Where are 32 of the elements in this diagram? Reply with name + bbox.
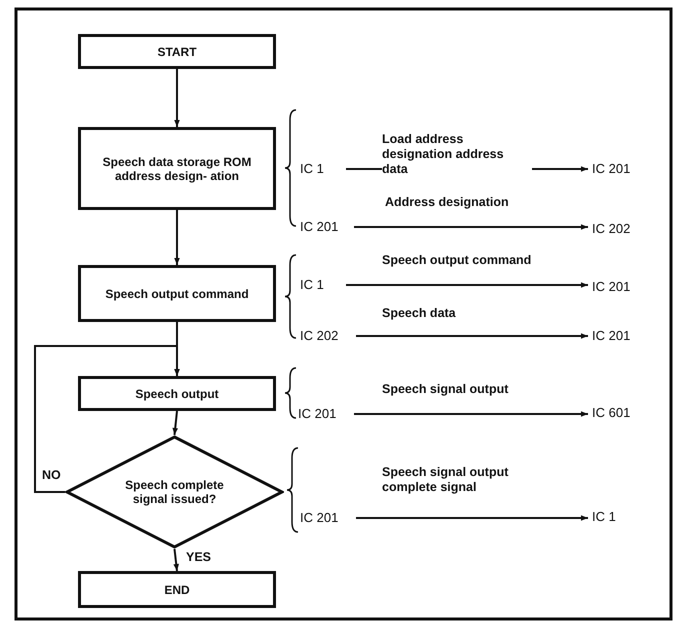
edge-label: Speech signal output — [382, 382, 508, 397]
chip-label: IC 1 — [300, 276, 342, 294]
chip-label: IC 201 — [300, 218, 350, 236]
edge-label: Speech output command — [382, 253, 532, 268]
arrow — [172, 410, 178, 436]
chip-label: IC 601 — [592, 404, 652, 422]
chip-label: IC 201 — [592, 160, 652, 178]
process-box: Speech output — [78, 376, 276, 411]
process-box: Speech data storage ROM address design- ation — [78, 127, 276, 210]
process-box: Speech output command — [78, 265, 276, 322]
chip-label: IC 202 — [300, 327, 352, 345]
arrow — [354, 224, 588, 230]
arrow — [356, 333, 588, 339]
chip-label: IC 202 — [592, 220, 654, 238]
arrow — [173, 548, 179, 572]
arrow — [174, 210, 180, 265]
chip-label: IC 201 — [592, 278, 652, 296]
arrow — [346, 282, 588, 288]
arrow — [354, 411, 588, 417]
arrow — [34, 345, 180, 493]
process-box: START — [78, 34, 276, 69]
decision-diamond: Speech complete signal issued? — [65, 435, 284, 549]
arrow — [174, 69, 180, 127]
chip-label: IC 1 — [300, 160, 342, 178]
chip-label: IC 201 — [592, 327, 652, 345]
edge-label: Address designation — [385, 195, 509, 210]
process-box: END — [78, 571, 276, 608]
chip-label: IC 201 — [298, 405, 350, 423]
arrow — [356, 515, 588, 521]
chip-label: IC 1 — [592, 508, 632, 526]
edge-label: Speech data — [382, 306, 456, 321]
chip-label: IC 201 — [300, 509, 352, 527]
